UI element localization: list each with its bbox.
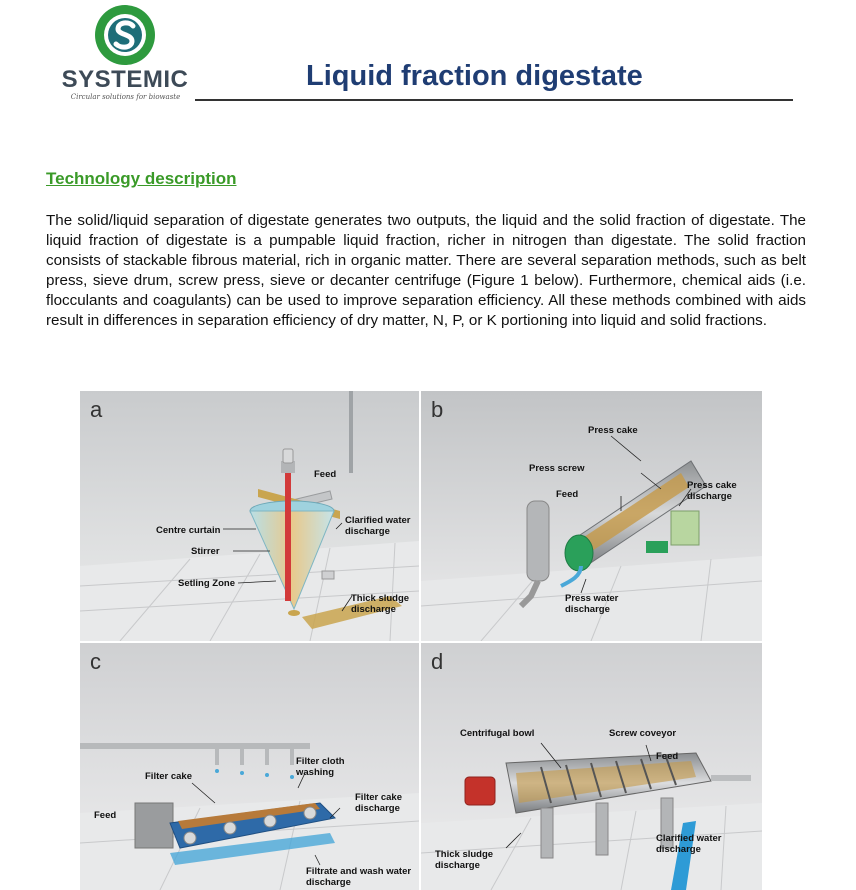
panel-a-letter: a — [90, 397, 103, 422]
label-press-cake: Press cake — [588, 425, 638, 436]
label-screw-conveyor: Screw coveyor — [609, 728, 677, 739]
label-centre-curtain: Centre curtain — [156, 525, 221, 536]
systemic-logo-icon — [95, 5, 155, 65]
panel-b-screw-press: b Press cake Press screw Feed Press cake… — [421, 391, 762, 641]
section-heading: Technology description — [46, 169, 237, 188]
label-feed-c: Feed — [94, 810, 117, 821]
settling-tank-illustration — [80, 391, 419, 641]
screw-press-illustration — [421, 391, 762, 641]
label-feed-a: Feed — [314, 469, 337, 480]
label-settling-zone: Setling Zone — [178, 578, 235, 589]
label-feed-d: Feed — [656, 751, 679, 762]
label-filter-cake: Filter cake — [145, 771, 192, 782]
systemic-logo: SYSTEMIC Circular solutions for biowaste — [55, 4, 195, 101]
label-feed-b: Feed — [556, 489, 579, 500]
belt-press-illustration — [80, 643, 419, 890]
header-divider — [195, 99, 793, 101]
body-paragraph: The solid/liquid separation of digestate… — [46, 212, 806, 329]
label-press-screw: Press screw — [529, 463, 585, 474]
panel-b-letter: b — [431, 397, 444, 422]
label-stirrer: Stirrer — [191, 546, 220, 557]
panel-d-decanter-centrifuge: d Centrifugal bowl Screw coveyor Feed Cl… — [421, 643, 762, 890]
logo-name: SYSTEMIC — [61, 66, 189, 93]
panel-d-letter: d — [431, 649, 444, 674]
panel-c-letter: c — [90, 649, 101, 674]
logo-tagline: Circular solutions for biowaste — [70, 93, 181, 101]
decanter-centrifuge-illustration — [421, 643, 762, 890]
label-centrifugal-bowl: Centrifugal bowl — [460, 728, 535, 739]
page-title: Liquid fraction digestate — [306, 60, 643, 92]
